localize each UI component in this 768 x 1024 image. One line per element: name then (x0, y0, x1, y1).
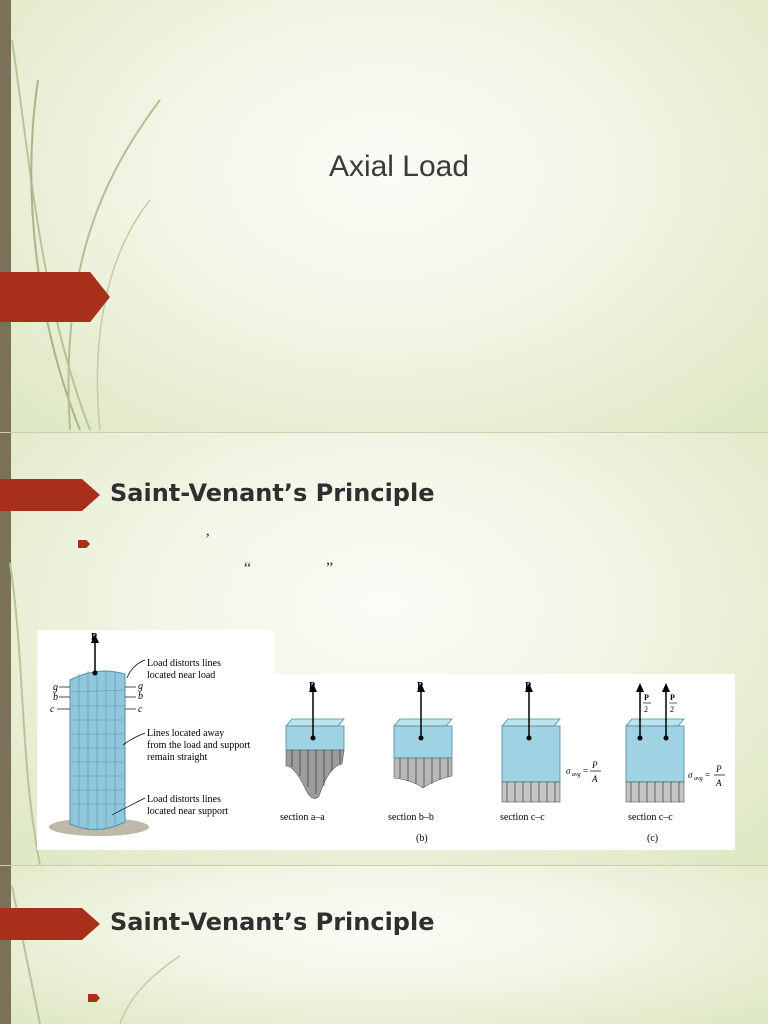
section-a-diagram: P section a–a (280, 681, 345, 823)
section-caption: section b–b (388, 812, 434, 823)
slide-divider (0, 865, 768, 866)
section-caption: section a–a (280, 812, 325, 823)
section-c-diagram: P section c–c σ avg = P A (500, 681, 601, 823)
half-load-num: P (670, 693, 675, 702)
sigma-denominator: A (715, 778, 722, 788)
section-letter: b (138, 691, 143, 702)
title-slide: Axial Load (0, 0, 768, 432)
section-load-label: P (525, 681, 531, 692)
section-letter: b (53, 692, 58, 703)
section-letter: c (138, 704, 143, 715)
sigma-numerator: P (715, 764, 722, 774)
sigma-symbol: σ (688, 770, 693, 780)
section-letter: g (53, 682, 58, 693)
column-figure: P g b c g b c Load distorts lines locate… (49, 632, 251, 836)
bullet-text-mark: ” (326, 560, 334, 577)
accent-tag (0, 908, 100, 940)
section-load-label: P (309, 681, 315, 692)
half-load-den: 2 (644, 705, 648, 714)
sigma-subscript: avg (572, 772, 581, 778)
section-c-half-load-diagram: P 2 P 2 section c–c (c) σ avg = P A (625, 683, 725, 844)
slide-divider (0, 432, 768, 433)
half-load-den: 2 (670, 705, 674, 714)
section-caption: section c–c (628, 812, 673, 823)
decorative-stems (11, 885, 181, 1024)
callout-text: Load distorts lines (147, 658, 221, 669)
sigma-symbol: σ (566, 766, 571, 776)
slide-heading: Saint-Venant’s Principle (110, 908, 435, 936)
section-load-label: P (417, 681, 423, 692)
callout-text: Lines located away (147, 728, 224, 739)
subfigure-label: (c) (647, 833, 658, 844)
slide-heading: Saint-Venant’s Principle (110, 479, 435, 507)
section-letter: g (138, 681, 143, 692)
sigma-numerator: P (591, 760, 598, 770)
sigma-equals: = (583, 766, 588, 776)
sections-figure-panel: P section a–a P section b–b (b) (274, 674, 735, 850)
sections-figure: P section a–a P section b–b (b) (280, 681, 725, 844)
accent-tag (0, 272, 110, 322)
sigma-equals: = (705, 770, 710, 780)
section-b-diagram: P section b–b (b) (388, 681, 453, 844)
principle-slide: Saint-Venant’s Principle ’ “ ” P g b (0, 433, 768, 865)
sigma-denominator: A (591, 774, 598, 784)
bullet-arrow-icon (78, 540, 90, 548)
subfigure-label: (b) (416, 833, 428, 844)
load-label: P (91, 632, 97, 643)
sigma-subscript: avg (694, 776, 703, 782)
half-load-num: P (644, 693, 649, 702)
slide-left-bar (0, 866, 11, 1024)
callout-text: located near support (147, 806, 228, 817)
callout-text: from the load and support (147, 740, 251, 751)
slide-title: Axial Load (328, 150, 470, 183)
principle-slide-2: Saint-Venant’s Principle (0, 866, 768, 1024)
callout-text: located near load (147, 670, 215, 681)
bullet-text-mark: ’ (205, 531, 211, 548)
section-caption: section c–c (500, 812, 545, 823)
bullet-text-mark: “ (244, 560, 252, 577)
section-letter: c (50, 704, 55, 715)
slide-left-bar (0, 433, 11, 865)
callout-text: Load distorts lines (147, 794, 221, 805)
bullet-arrow-icon (88, 994, 100, 1002)
column-figure-panel: P g b c g b c Load distorts lines locate… (37, 630, 274, 850)
callout-text: remain straight (147, 752, 207, 763)
accent-tag (0, 479, 100, 511)
decorative-stems (9, 562, 41, 865)
decorative-stems (11, 39, 161, 431)
slide-left-bar (0, 0, 11, 432)
